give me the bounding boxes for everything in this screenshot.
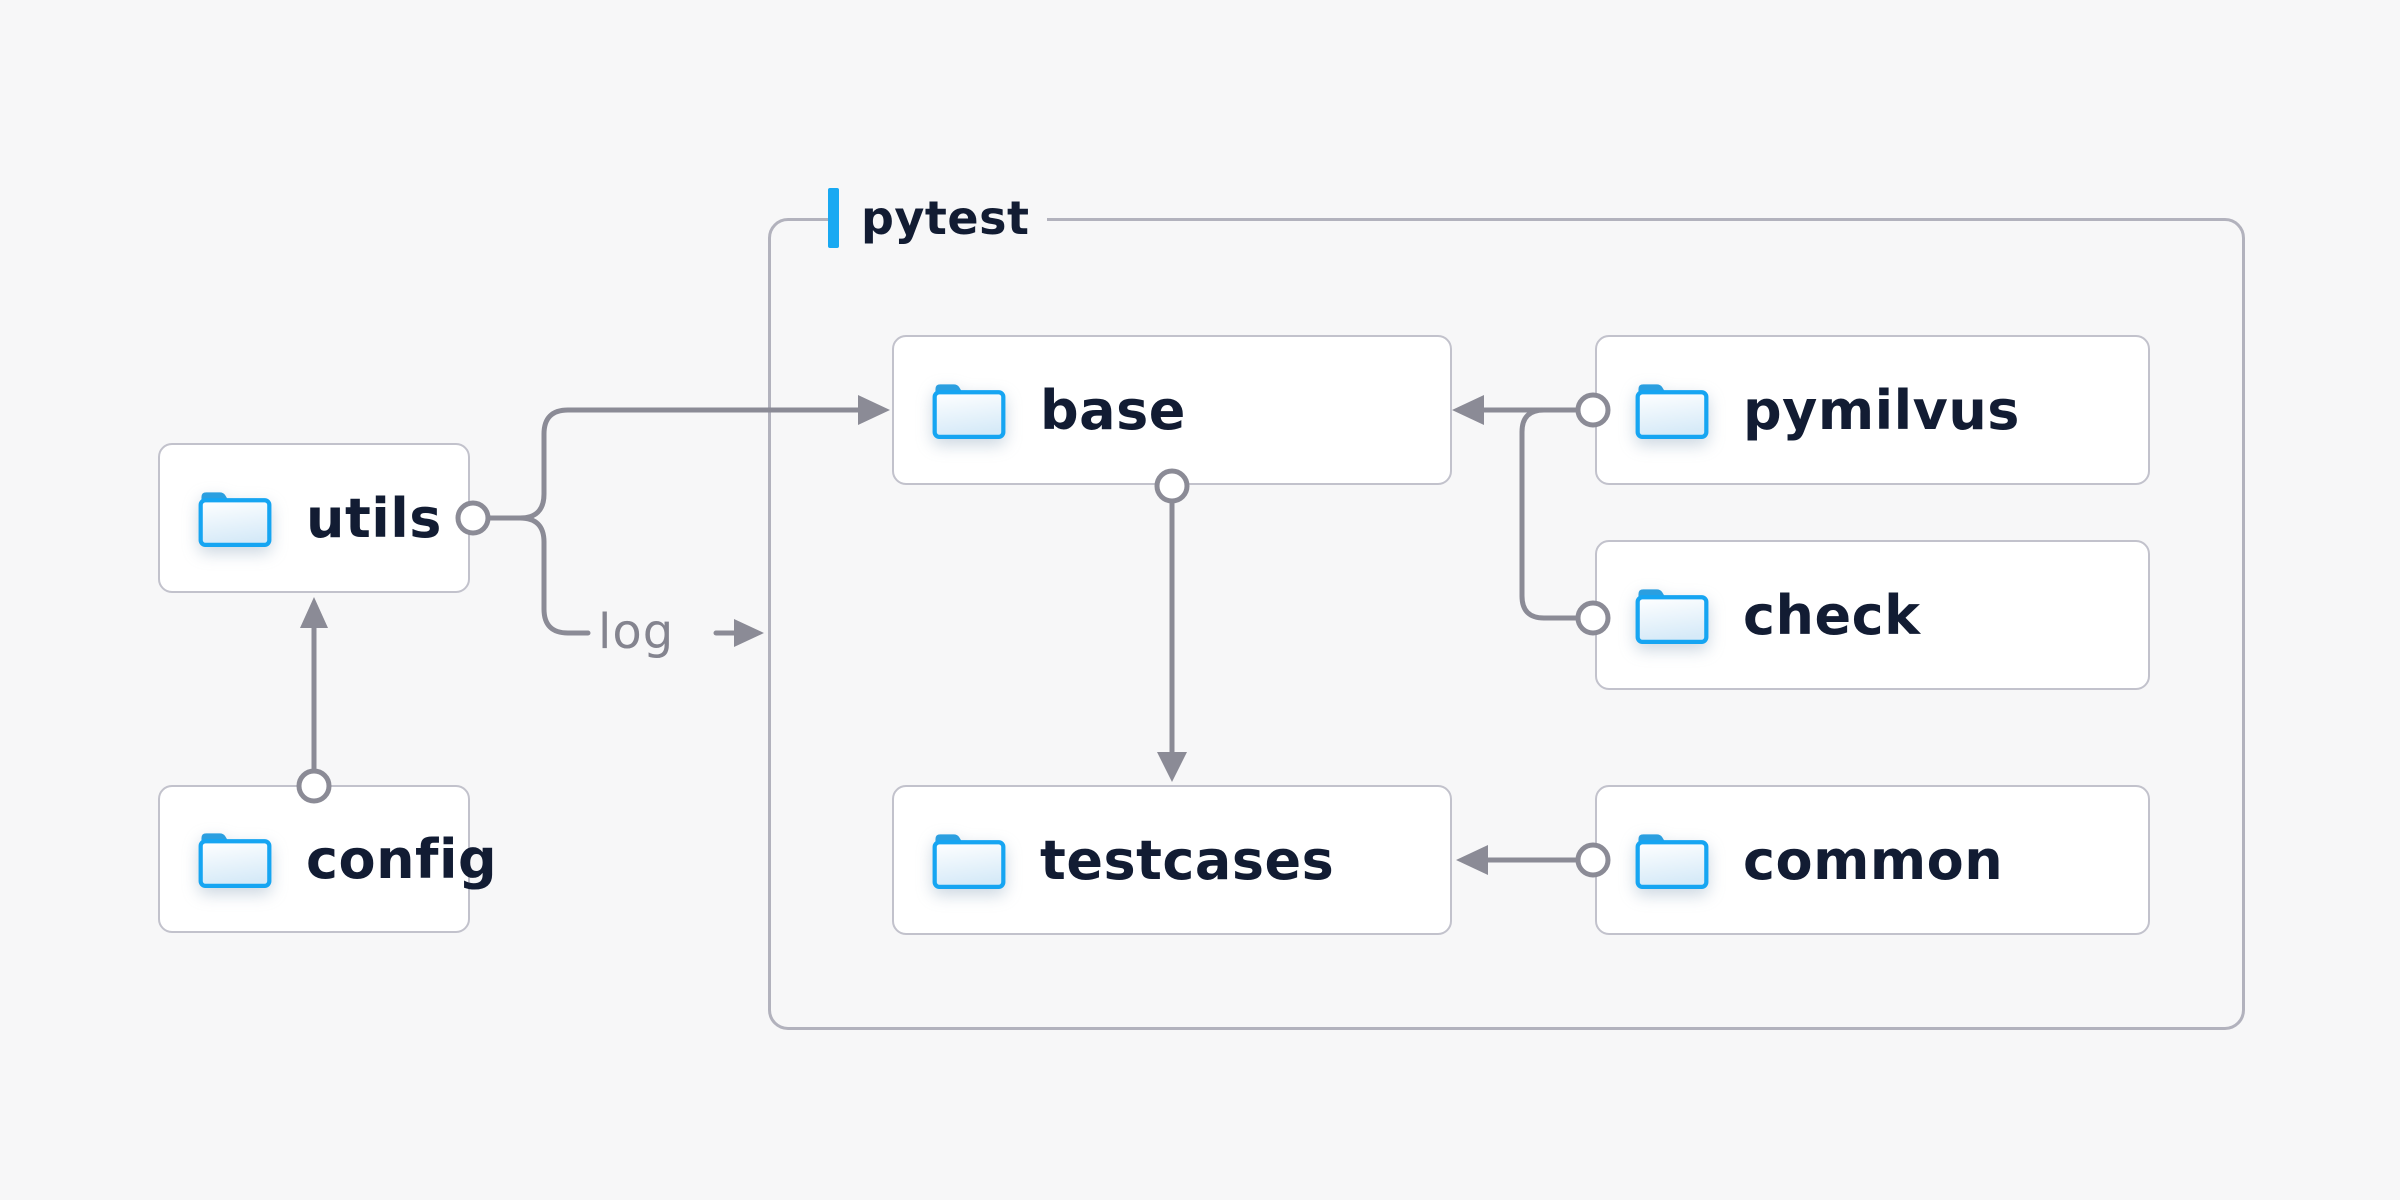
node-base-label: base (1040, 378, 1186, 442)
pytest-container-title: pytest (861, 191, 1030, 245)
folder-icon (1633, 582, 1711, 648)
arrowhead-icon (734, 619, 764, 647)
node-config-label: config (306, 827, 498, 891)
folder-icon (196, 826, 274, 892)
folder-icon (1633, 827, 1711, 893)
node-utils: utils (158, 443, 470, 593)
node-pymilvus: pymilvus (1595, 335, 2150, 485)
node-config: config (158, 785, 497, 933)
node-common-label: common (1743, 828, 2004, 892)
edge-label-log: log (598, 603, 675, 660)
pytest-container (768, 218, 2245, 1030)
folder-icon (196, 485, 274, 551)
node-check-label: check (1743, 583, 1921, 647)
folder-icon (930, 827, 1008, 893)
edge-config-utils (296, 597, 332, 804)
node-utils-label: utils (306, 486, 442, 550)
arrowhead-icon (300, 597, 328, 628)
node-check: check (1595, 540, 2150, 690)
pytest-container-label: pytest (828, 184, 1048, 252)
accent-bar-icon (828, 188, 839, 248)
folder-icon (1633, 377, 1711, 443)
folder-icon (930, 377, 1008, 443)
node-pymilvus-label: pymilvus (1743, 378, 2020, 442)
node-common: common (1595, 785, 2150, 935)
node-testcases-label: testcases (1040, 828, 1335, 892)
node-base: base (892, 335, 1452, 485)
node-testcases: testcases (892, 785, 1452, 935)
